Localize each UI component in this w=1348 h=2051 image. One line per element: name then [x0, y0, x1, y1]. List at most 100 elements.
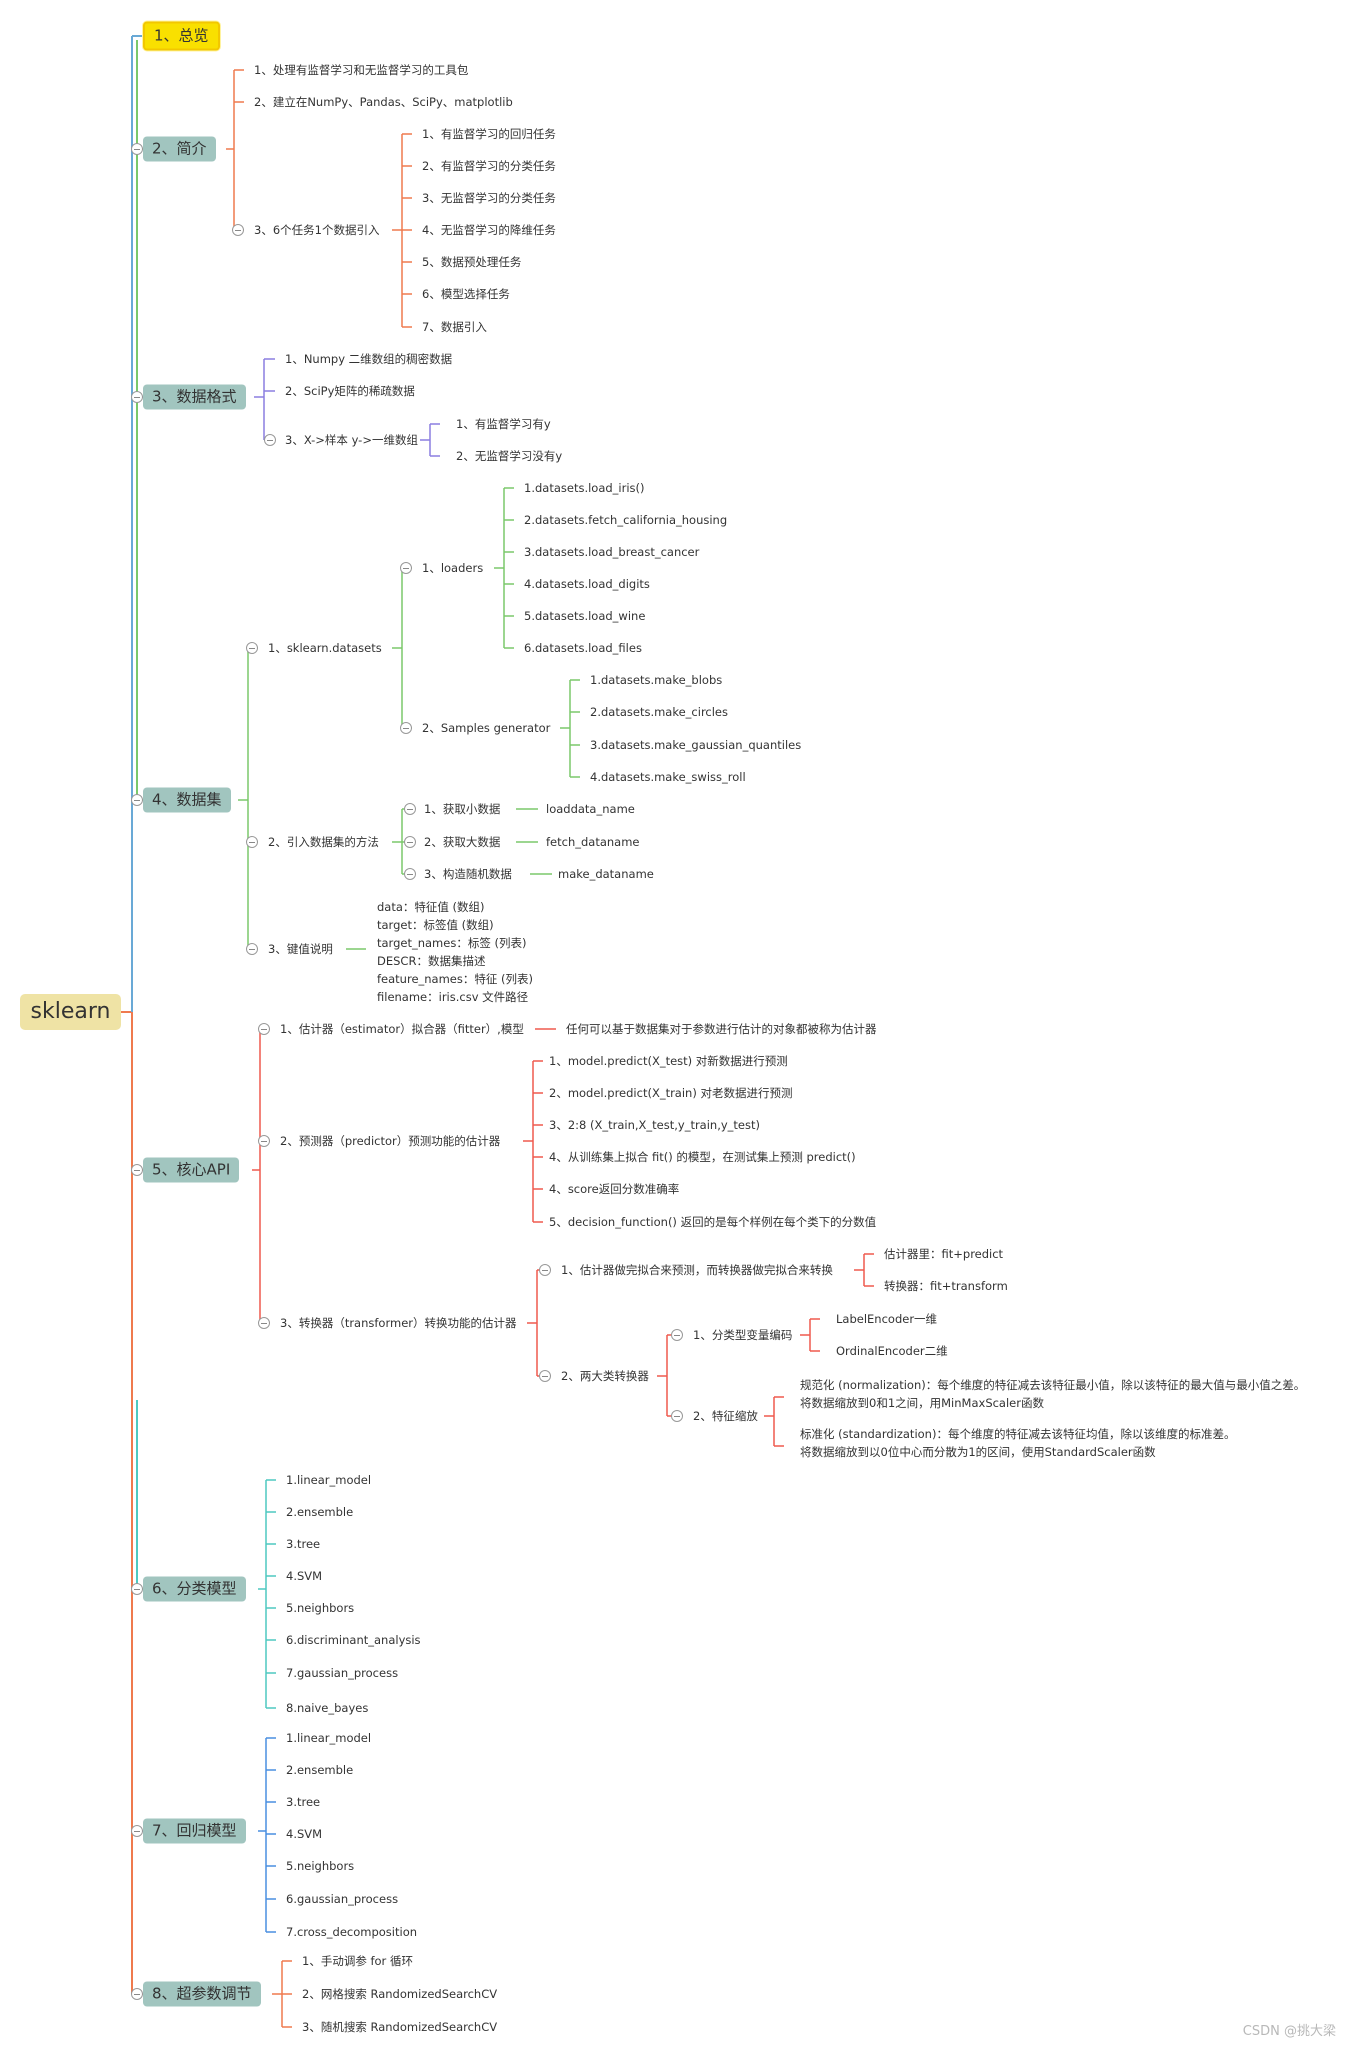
node-datasets[interactable]: 4、数据集: [143, 787, 231, 813]
api-transformer[interactable]: 3、转换器（transformer）转换功能的估计器: [280, 1316, 517, 1330]
node-regression[interactable]: 7、回归模型: [143, 1818, 246, 1844]
loader-item[interactable]: 6.datasets.load_files: [524, 641, 642, 655]
clf-item[interactable]: 1.linear_model: [286, 1473, 372, 1487]
collapse-toggle-icon[interactable]: [246, 943, 258, 955]
encoder-item[interactable]: OrdinalEncoder二维: [836, 1344, 948, 1358]
reg-item[interactable]: 6.gaussian_process: [286, 1892, 399, 1906]
format-item[interactable]: 2、SciPy矩阵的稀疏数据: [285, 384, 415, 398]
generator-item[interactable]: 4.datasets.make_swiss_roll: [590, 770, 746, 784]
format-item[interactable]: 3、X->样本 y->一维数组: [285, 433, 418, 447]
clf-item[interactable]: 3.tree: [286, 1537, 321, 1551]
clf-item[interactable]: 2.ensemble: [286, 1505, 354, 1519]
clf-item[interactable]: 5.neighbors: [286, 1601, 355, 1615]
collapse-toggle-icon[interactable]: [539, 1264, 551, 1276]
format-sub-item[interactable]: 2、无监督学习没有y: [456, 449, 563, 463]
generator-item[interactable]: 2.datasets.make_circles: [590, 705, 728, 719]
collapse-toggle-icon[interactable]: [131, 794, 143, 806]
format-sub-item[interactable]: 1、有监督学习有y: [456, 417, 551, 431]
loader-item[interactable]: 1.datasets.load_iris(): [524, 481, 645, 495]
reg-item[interactable]: 3.tree: [286, 1795, 321, 1809]
loader-item[interactable]: 5.datasets.load_wine: [524, 609, 646, 623]
collapse-toggle-icon[interactable]: [404, 836, 416, 848]
reg-item[interactable]: 1.linear_model: [286, 1731, 372, 1745]
collapse-toggle-icon[interactable]: [232, 224, 244, 236]
datasets-methods[interactable]: 2、引入数据集的方法: [268, 835, 379, 849]
collapse-toggle-icon[interactable]: [539, 1370, 551, 1382]
clf-item[interactable]: 8.naive_bayes: [286, 1701, 369, 1715]
collapse-toggle-icon[interactable]: [131, 391, 143, 403]
collapse-toggle-icon[interactable]: [246, 642, 258, 654]
transformer-category-encoding[interactable]: 1、分类型变量编码: [693, 1328, 793, 1342]
intro-item[interactable]: 3、6个任务1个数据引入: [254, 223, 380, 237]
collapse-toggle-icon[interactable]: [131, 1825, 143, 1837]
predictor-item[interactable]: 3、2:8 (X_train,X_test,y_train,y_test): [549, 1118, 760, 1132]
loader-item[interactable]: 2.datasets.fetch_california_housing: [524, 513, 728, 527]
method-item[interactable]: 2、获取大数据: [424, 835, 501, 849]
collapse-toggle-icon[interactable]: [400, 562, 412, 574]
datasets-keys[interactable]: 3、键值说明: [268, 942, 333, 956]
api-estimator[interactable]: 1、估计器（estimator）拟合器（fitter）,模型: [280, 1022, 524, 1036]
task-item[interactable]: 1、有监督学习的回归任务: [422, 127, 556, 141]
transformer-feature-scaling[interactable]: 2、特征缩放: [693, 1409, 758, 1423]
collapse-toggle-icon[interactable]: [258, 1317, 270, 1329]
datasets-samples-generator[interactable]: 2、Samples generator: [422, 721, 551, 735]
collapse-toggle-icon[interactable]: [131, 143, 143, 155]
hyper-item[interactable]: 1、手动调参 for 循环: [302, 1954, 413, 1968]
collapse-toggle-icon[interactable]: [404, 803, 416, 815]
reg-item[interactable]: 2.ensemble: [286, 1763, 354, 1777]
hyper-item[interactable]: 3、随机搜索 RandomizedSearchCV: [302, 2020, 498, 2034]
api-predictor[interactable]: 2、预测器（predictor）预测功能的估计器: [280, 1134, 501, 1148]
collapse-toggle-icon[interactable]: [131, 1164, 143, 1176]
collapse-toggle-icon[interactable]: [671, 1410, 683, 1422]
loader-item[interactable]: 3.datasets.load_breast_cancer: [524, 545, 700, 559]
encoder-item[interactable]: LabelEncoder一维: [836, 1312, 938, 1326]
generator-item[interactable]: 1.datasets.make_blobs: [590, 673, 723, 687]
datasets-loaders[interactable]: 1、loaders: [422, 561, 484, 575]
collapse-toggle-icon[interactable]: [258, 1135, 270, 1147]
node-data-format[interactable]: 3、数据格式: [143, 384, 246, 410]
collapse-toggle-icon[interactable]: [246, 836, 258, 848]
transformer-item[interactable]: 1、估计器做完拟合来预测，而转换器做完拟合来转换: [561, 1263, 833, 1277]
method-item[interactable]: 1、获取小数据: [424, 802, 501, 816]
collapse-toggle-icon[interactable]: [264, 434, 276, 446]
format-item[interactable]: 1、Numpy 二维数组的稠密数据: [285, 352, 453, 366]
task-item[interactable]: 4、无监督学习的降维任务: [422, 223, 556, 237]
task-item[interactable]: 3、无监督学习的分类任务: [422, 191, 556, 205]
clf-item[interactable]: 7.gaussian_process: [286, 1666, 399, 1680]
collapse-toggle-icon[interactable]: [131, 1988, 143, 2000]
hyper-item[interactable]: 2、网格搜索 RandomizedSearchCV: [302, 1987, 498, 2001]
method-item[interactable]: 3、构造随机数据: [424, 867, 512, 881]
loader-item[interactable]: 4.datasets.load_digits: [524, 577, 650, 591]
predictor-item[interactable]: 2、model.predict(X_train) 对老数据进行预测: [549, 1086, 793, 1100]
collapse-toggle-icon[interactable]: [671, 1329, 683, 1341]
node-intro[interactable]: 2、简介: [143, 136, 216, 162]
method-value[interactable]: fetch_dataname: [546, 835, 640, 849]
generator-item[interactable]: 3.datasets.make_gaussian_quantiles: [590, 738, 802, 752]
node-core-api[interactable]: 5、核心API: [143, 1157, 240, 1183]
collapse-toggle-icon[interactable]: [258, 1023, 270, 1035]
collapse-toggle-icon[interactable]: [400, 722, 412, 734]
predictor-item[interactable]: 5、decision_function() 返回的是每个样例在每个类下的分数值: [549, 1215, 877, 1229]
node-classification[interactable]: 6、分类模型: [143, 1576, 246, 1602]
node-hyperparams[interactable]: 8、超参数调节: [143, 1981, 261, 2007]
task-item[interactable]: 6、模型选择任务: [422, 287, 510, 301]
collapse-toggle-icon[interactable]: [404, 868, 416, 880]
task-item[interactable]: 7、数据引入: [422, 320, 487, 334]
task-item[interactable]: 2、有监督学习的分类任务: [422, 159, 556, 173]
transformer-sub-item[interactable]: 估计器里：fit+predict: [884, 1247, 1004, 1261]
transformer-item[interactable]: 2、两大类转换器: [561, 1369, 649, 1383]
intro-item[interactable]: 2、建立在NumPy、Pandas、SciPy、matplotlib: [254, 95, 513, 109]
predictor-item[interactable]: 4、从训练集上拟合 fit() 的模型，在测试集上预测 predict(): [549, 1150, 856, 1164]
root-node[interactable]: sklearn: [20, 994, 121, 1030]
clf-item[interactable]: 4.SVM: [286, 1569, 323, 1583]
api-estimator-desc[interactable]: 任何可以基于数据集对于参数进行估计的对象都被称为估计器: [566, 1022, 877, 1036]
method-value[interactable]: loaddata_name: [546, 802, 635, 816]
reg-item[interactable]: 5.neighbors: [286, 1859, 355, 1873]
datasets-sklearn-datasets[interactable]: 1、sklearn.datasets: [268, 641, 382, 655]
task-item[interactable]: 5、数据预处理任务: [422, 255, 522, 269]
clf-item[interactable]: 6.discriminant_analysis: [286, 1633, 421, 1647]
predictor-item[interactable]: 1、model.predict(X_test) 对新数据进行预测: [549, 1054, 788, 1068]
collapse-toggle-icon[interactable]: [131, 1583, 143, 1595]
reg-item[interactable]: 7.cross_decomposition: [286, 1925, 418, 1939]
reg-item[interactable]: 4.SVM: [286, 1827, 323, 1841]
